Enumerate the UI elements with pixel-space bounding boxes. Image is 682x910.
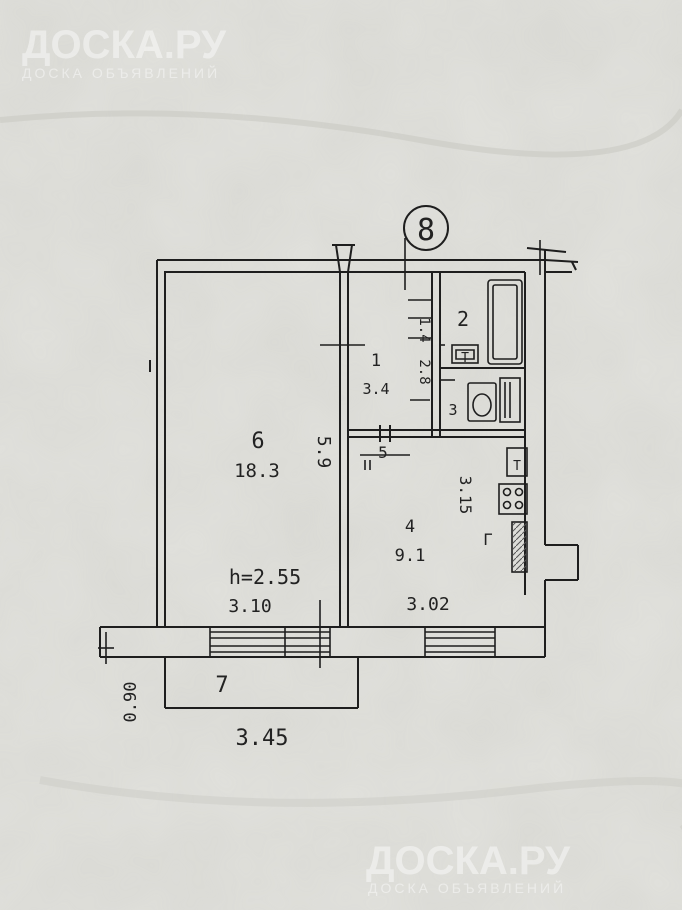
room1-dimension: 1.4: [416, 317, 432, 342]
ceiling-height: h=2.55: [229, 565, 301, 589]
kitchen-counter: [511, 521, 528, 573]
stove: [498, 483, 528, 515]
bathtub: [487, 279, 523, 365]
partition-wall-cap: [335, 244, 341, 273]
vent-marks: [320, 299, 455, 470]
balcony-width: 3.45: [236, 726, 289, 751]
room6-area: 18.3: [234, 460, 280, 482]
window-room4: [424, 627, 496, 657]
balcony: [164, 600, 359, 709]
toilet-box: [467, 382, 497, 422]
room4-length: 3.15: [456, 476, 475, 515]
watermark-brand-bottom: ДОСКА.РУ: [366, 839, 571, 883]
room1-number: 1: [371, 351, 381, 371]
stove-burner: [502, 500, 512, 510]
right-wall-break: [571, 261, 577, 271]
right-wall-cap: [526, 247, 567, 253]
apartment-number: 8: [417, 213, 435, 248]
paper-crease: [0, 108, 682, 158]
room4-area: 9.1: [395, 546, 426, 566]
paper-crease: [39, 776, 682, 830]
stove-mark-label: Γ: [483, 530, 493, 549]
apartment-number-circle: [403, 205, 449, 251]
room6-length: 5.9: [313, 436, 334, 469]
balcony-number: 7: [215, 673, 228, 698]
kitchen-counter-hatch: [513, 523, 526, 571]
washbasin: [451, 344, 479, 364]
watermark-tagline-top: ДОСКА ОБЪЯВЛЕНИЙ: [22, 64, 220, 81]
toilet-cistern: [499, 377, 521, 423]
room4-number: 4: [405, 517, 415, 537]
window-room6: [209, 627, 331, 657]
stove-burner: [514, 487, 524, 497]
kitchen-cabinet: [506, 447, 528, 477]
toilet-bowl: [472, 393, 492, 417]
axis-marks: [98, 238, 541, 664]
room6-number: 6: [251, 429, 264, 454]
room2-number: 2: [457, 307, 469, 331]
stove-burner: [514, 500, 524, 510]
room5-number: 5: [378, 443, 388, 462]
room3-number: 3: [448, 401, 457, 419]
washbasin-label: T: [461, 351, 469, 366]
walls: [99, 244, 579, 658]
watermark-brand-top: ДОСКА.РУ: [22, 23, 227, 67]
room6-width: 3.10: [228, 596, 271, 617]
watermark-tagline-bottom: ДОСКА ОБЪЯВЛЕНИЙ: [368, 879, 566, 896]
bathtub-inner: [492, 284, 518, 360]
stove-burner: [502, 487, 512, 497]
room1-dimension-2: 2.8: [416, 359, 432, 384]
top-wall-right-stub: [544, 259, 579, 263]
fixtures: [451, 279, 528, 573]
washbasin-bowl: [455, 349, 475, 360]
room1-area: 3.4: [362, 380, 389, 398]
partition-wall-cap: [347, 244, 353, 273]
windows: [209, 627, 496, 657]
kitchen-cabinet-label: T: [513, 459, 521, 474]
balcony-depth: 0.90: [121, 682, 141, 723]
room4-width: 3.02: [406, 594, 449, 615]
